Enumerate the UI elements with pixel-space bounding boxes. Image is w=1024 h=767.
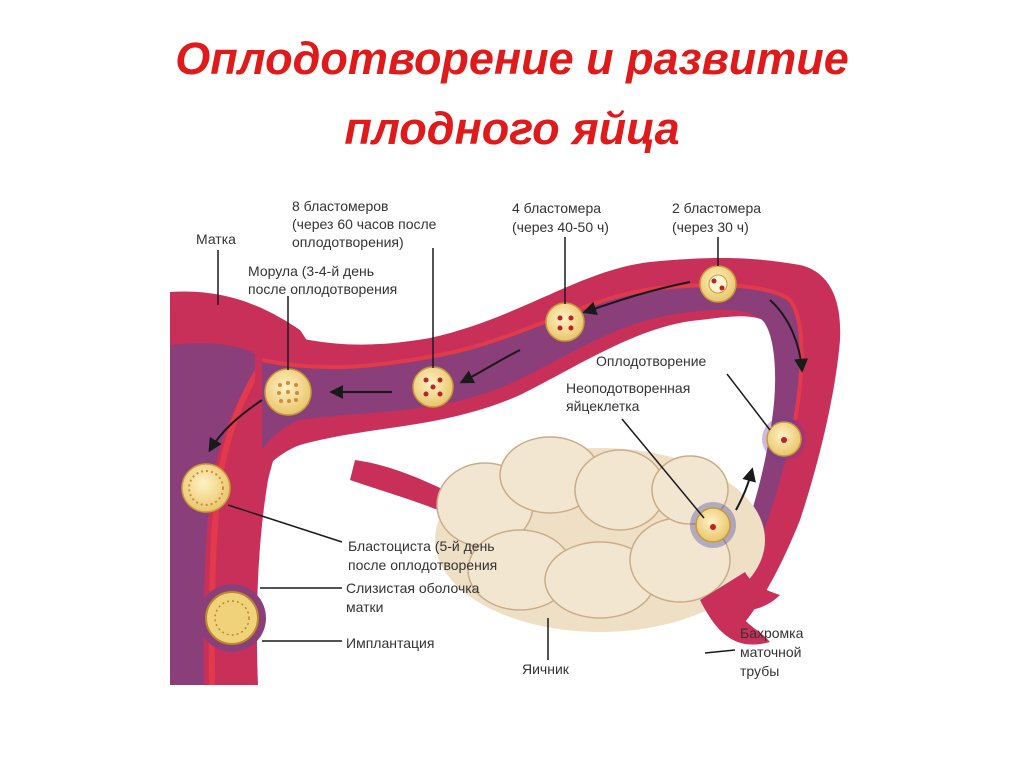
ovary xyxy=(435,436,765,632)
label-4-blastomeres-line-2: (через 40-50 ч) xyxy=(512,219,609,235)
blastocyst-cell xyxy=(181,463,231,513)
four-blastomere-cell xyxy=(545,302,585,342)
label-8-blastomeres-line-1: 8 бластомеров xyxy=(292,198,388,214)
label-unfertilized-egg-line-2: яйцеклетка xyxy=(566,398,640,414)
slide-title-line-2: плодного яйца xyxy=(344,103,680,154)
two-blastomere-cell xyxy=(699,265,737,303)
arrow-path-6 xyxy=(735,467,756,511)
label-8-blastomeres-line-2: (через 60 часов после xyxy=(292,216,437,232)
label-2-blastomeres-line-2: (через 30 ч) xyxy=(672,219,749,235)
tube-lumen-edge xyxy=(261,283,804,421)
label-implantation: Имплантация xyxy=(346,635,434,651)
label-uterus: Матка xyxy=(196,231,236,247)
unfertilized-egg-cell xyxy=(690,502,736,548)
label-fimbria-line-3: трубы xyxy=(740,663,779,679)
arrow-path-2 xyxy=(582,281,691,315)
label-fimbria-line-1: Бахромка xyxy=(740,625,804,641)
label-morula-line-1: Морула (3-4-й день xyxy=(248,263,374,279)
label-fimbria-line-2: маточной xyxy=(740,644,801,660)
label-2-blastomeres-line-1: 2 бластомера xyxy=(672,200,761,216)
label-blastocyst-line-1: Бластоциста (5-й день xyxy=(348,538,495,554)
label-blastocyst-line-2: после оплодотворения xyxy=(348,557,497,573)
leader-lines xyxy=(217,237,771,660)
label-fertilization: Оплодотворение xyxy=(596,353,707,369)
arrow-path-3 xyxy=(459,349,521,384)
morula-cell xyxy=(264,368,312,416)
label-ovary: Яичник xyxy=(522,661,570,677)
arrow-path-1 xyxy=(769,299,809,373)
label-4-blastomeres-line-1: 4 бластомера xyxy=(512,200,601,216)
uterus-cavity xyxy=(170,343,265,685)
label-8-blastomeres-line-3: оплодотворения) xyxy=(292,234,404,250)
label-mucosa-line-1: Слизистая оболочка xyxy=(346,580,480,596)
label-morula-line-2: после оплодотворения xyxy=(248,281,397,297)
label-mucosa-line-2: матки xyxy=(346,599,383,615)
slide-title-line-1: Оплодотворение и развитие xyxy=(175,33,849,84)
fallopian-tube xyxy=(255,258,841,628)
eight-blastomere-cell xyxy=(412,366,454,408)
tube-fimbriae xyxy=(700,572,780,645)
ovarian-ligament xyxy=(350,460,455,515)
label-unfertilized-egg-line-1: Неоподотворенная xyxy=(566,380,690,396)
arrow-path-5 xyxy=(208,399,263,453)
implantation-embryo xyxy=(198,584,266,652)
zygote-fertilized-cell xyxy=(762,417,806,461)
